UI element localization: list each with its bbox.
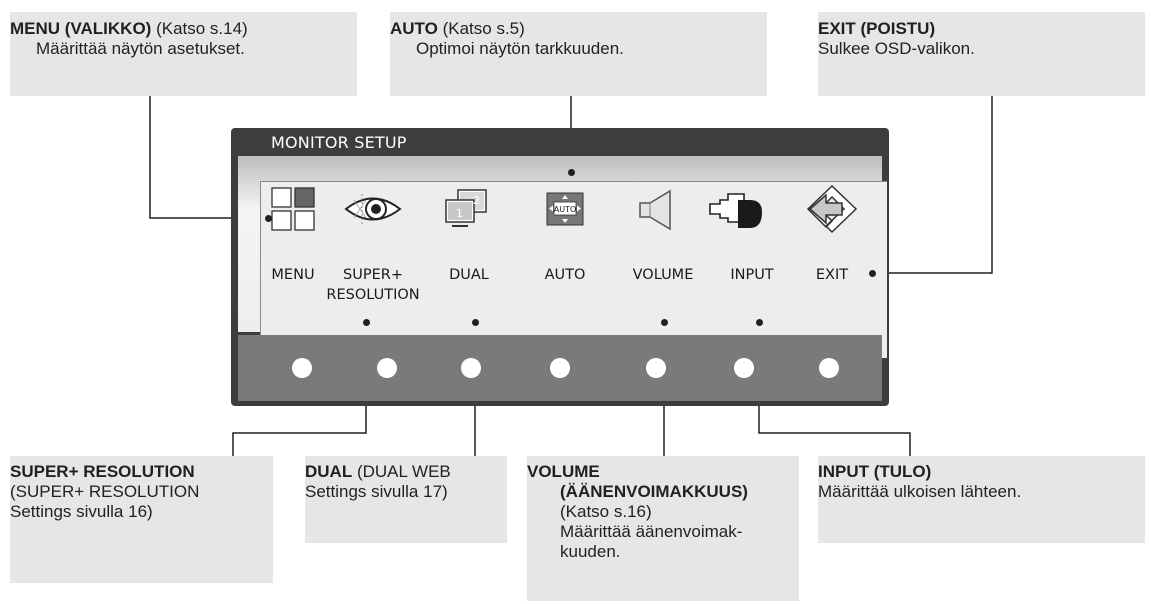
callout-menu-text: Määrittää näytön asetukset. — [36, 39, 245, 58]
callout-super-title: SUPER+ RESOLUTION — [10, 462, 195, 481]
callout-volume-title2: (ÄÄNENVOIMAKKUUS) — [560, 482, 748, 501]
callout-volume-line2: Määrittää äänenvoimak- — [560, 522, 743, 541]
exit-connector — [873, 96, 993, 274]
dual-screen-icon[interactable]: 1 2 — [444, 188, 490, 232]
callout-super-line2: Settings sivulla 16) — [10, 502, 153, 521]
hw-button-dual[interactable] — [461, 358, 481, 378]
callout-auto-text: Optimoi näytön tarkkuuden. — [416, 39, 624, 58]
callout-auto: AUTO (Katso s.5) Optimoi näytön tarkkuud… — [390, 12, 767, 96]
hw-button-input[interactable] — [734, 358, 754, 378]
auto-icon-text: AUTO — [554, 205, 577, 214]
callout-auto-title: AUTO — [390, 19, 438, 38]
speaker-icon[interactable] — [638, 188, 674, 232]
dual-connector-dot — [472, 319, 479, 326]
callout-menu: MENU (VALIKKO) (Katso s.14) Määrittää nä… — [10, 12, 357, 96]
callout-volume-title: VOLUME — [527, 462, 600, 481]
osd-title: MONITOR SETUP — [271, 133, 407, 152]
osd-label-auto: AUTO — [544, 267, 586, 283]
hw-button-super-resolution[interactable] — [377, 358, 397, 378]
volume-connector-dot — [661, 319, 668, 326]
exit-connector-dot — [869, 270, 876, 277]
callout-dual-line1: Settings sivulla 17) — [305, 482, 448, 501]
auto-connector-dot — [568, 169, 575, 176]
callout-dual-title: DUAL — [305, 462, 353, 481]
hw-button-menu[interactable] — [292, 358, 312, 378]
callout-dual: DUAL (DUAL WEB Settings sivulla 17) — [305, 456, 507, 543]
callout-input-title: INPUT (TULO) — [818, 462, 932, 481]
exit-arrow-icon[interactable] — [806, 184, 858, 234]
input-connector-dot — [756, 319, 763, 326]
osd-panel: 1 2 AUTO MENU SUPER+ RESOLUTION DUAL AUT… — [238, 156, 887, 358]
callout-input-text: Määrittää ulkoisen lähteen. — [818, 482, 1022, 501]
input-plug-icon[interactable] — [708, 186, 766, 234]
callout-menu-title: MENU (VALIKKO) — [10, 19, 152, 38]
callout-menu-ref: (Katso s.14) — [151, 19, 248, 38]
callout-dual-ref: (DUAL WEB — [352, 462, 451, 481]
eye-icon[interactable] — [342, 186, 404, 232]
callout-super-resolution: SUPER+ RESOLUTION (SUPER+ RESOLUTION Set… — [10, 456, 273, 583]
osd-label-exit: EXIT — [815, 267, 849, 283]
callout-auto-ref: (Katso s.5) — [437, 19, 525, 38]
callout-volume-line1: (Katso s.16) — [560, 502, 652, 521]
monitor-osd: MONITOR SETUP 1 2 — [231, 128, 889, 406]
button-strip — [238, 335, 882, 401]
super-connector-dot — [363, 319, 370, 326]
hw-button-volume[interactable] — [646, 358, 666, 378]
grid-icon[interactable] — [270, 186, 316, 232]
menu-connector-dot — [265, 215, 272, 222]
menu-connector — [149, 96, 268, 219]
dual-num-1: 1 — [456, 207, 463, 220]
callout-volume-line3: kuuden. — [560, 542, 621, 561]
callout-exit-text: Sulkee OSD-valikon. — [818, 39, 975, 58]
callout-volume: VOLUME (ÄÄNENVOIMAKKUUS) (Katso s.16) Mä… — [527, 456, 799, 601]
osd-label-menu: MENU — [271, 267, 315, 283]
osd-label-volume: VOLUME — [632, 267, 694, 283]
callout-super-line1: (SUPER+ RESOLUTION — [10, 482, 200, 501]
auto-adjust-icon[interactable]: AUTO — [546, 192, 584, 226]
hw-button-exit[interactable] — [819, 358, 839, 378]
osd-label-super-resolution: SUPER+ RESOLUTION — [326, 267, 420, 303]
osd-label-dual: DUAL — [449, 267, 489, 283]
callout-exit: EXIT (POISTU) Sulkee OSD-valikon. — [818, 12, 1145, 96]
hw-button-auto[interactable] — [550, 358, 570, 378]
dual-num-2: 2 — [473, 194, 480, 207]
callout-exit-title: EXIT (POISTU) — [818, 19, 936, 38]
callout-input: INPUT (TULO) Määrittää ulkoisen lähteen. — [818, 456, 1145, 543]
osd-label-input: INPUT — [730, 267, 774, 283]
